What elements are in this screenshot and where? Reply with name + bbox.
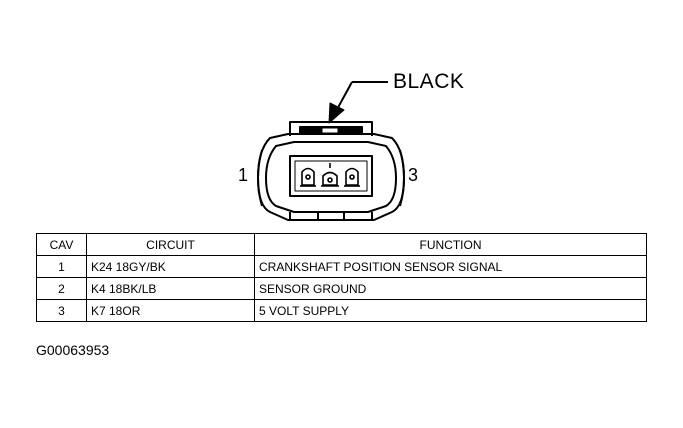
terminal-3 [344,167,360,187]
cell-function: CRANKSHAFT POSITION SENSOR SIGNAL [254,255,647,278]
cell-function: 5 VOLT SUPPLY [254,299,647,322]
header-function: FUNCTION [254,233,647,256]
cell-function: SENSOR GROUND [254,277,647,300]
terminal-2 [321,163,339,187]
table-row: 1 K24 18GY/BK CRANKSHAFT POSITION SENSOR… [36,255,647,278]
pin-label-left: 1 [238,165,249,185]
table-header-row: CAV CIRCUIT FUNCTION [36,233,647,256]
pinout-table: CAV CIRCUIT FUNCTION 1 K24 18GY/BK CRANK… [36,233,647,322]
pin-label-right: 3 [408,165,419,185]
cell-cav: 2 [36,277,87,300]
connector-color-label: BLACK [393,70,465,93]
terminal-1 [300,167,316,187]
connector-drawing [257,81,405,221]
header-circuit: CIRCUIT [86,233,255,256]
table-row: 3 K7 18OR 5 VOLT SUPPLY [36,299,647,322]
cell-circuit: K7 18OR [86,299,255,322]
table-row: 2 K4 18BK/LB SENSOR GROUND [36,277,647,300]
cell-circuit: K24 18GY/BK [86,255,255,278]
figure-id: G00063953 [36,342,110,358]
cell-cav: 3 [36,299,87,322]
cell-cav: 1 [36,255,87,278]
connector-body [257,121,405,221]
header-cav: CAV [36,233,87,256]
leader-arrow [328,81,388,124]
cell-circuit: K4 18BK/LB [86,277,255,300]
